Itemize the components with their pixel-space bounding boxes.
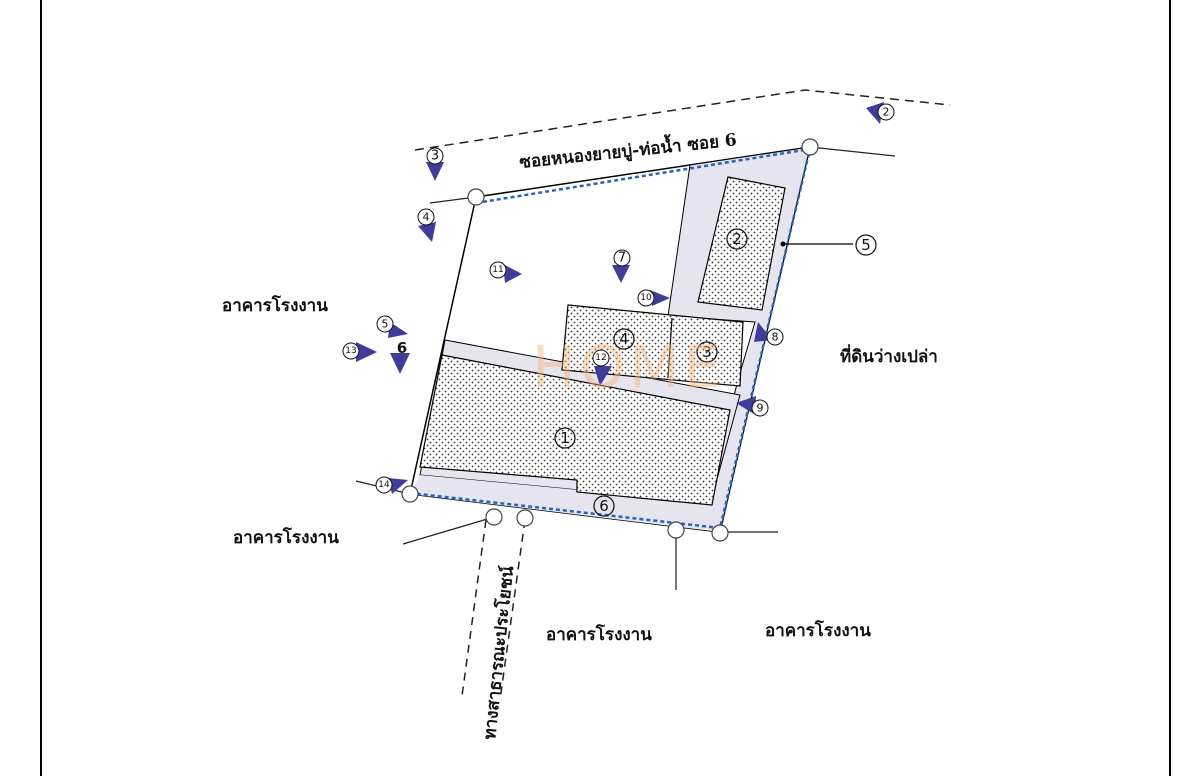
public-path: [461, 519, 526, 701]
view-marker-13: 13: [345, 346, 356, 356]
view-marker-3: 3: [431, 149, 439, 164]
building-1: [419, 354, 731, 506]
boundary-posts: [401, 138, 819, 542]
view-arrow-7: [612, 265, 630, 283]
building-1-number: 1: [560, 429, 570, 447]
view-marker-8: 8: [772, 331, 779, 344]
view-arrow-9: [736, 396, 756, 414]
neighbor-line-ne: [809, 146, 896, 157]
view-marker-12: 12: [595, 353, 606, 363]
view-arrow-12: [594, 366, 612, 386]
view-arrow-13: [356, 342, 377, 362]
building-number-labels: 1 2 3 4 6 5: [554, 228, 877, 517]
view-arrow-14: [388, 478, 408, 494]
south-factory-label-2: อาคารโรงงาน: [765, 620, 871, 641]
west-factory-label: อาคารโรงงาน: [222, 295, 328, 316]
view-arrow-11: [503, 264, 522, 283]
view-markers: 2 3 4 5 6 7 8 9 10 11: [342, 102, 895, 494]
building-4-number: 4: [619, 330, 629, 348]
building-4: [561, 304, 744, 387]
view-marker-10: 10: [640, 293, 652, 303]
area-6-number: 6: [599, 497, 609, 515]
boundary-post: [801, 138, 819, 156]
view-arrow-10: [650, 290, 670, 306]
neighbor-line-s: [402, 516, 495, 545]
view-marker-4: 4: [423, 211, 430, 224]
building-3-number: 3: [702, 343, 712, 361]
public-path-label: ทางสาธารณะประโยชน์: [479, 565, 518, 741]
callout-5-dot: [780, 241, 786, 247]
boundary-post: [516, 509, 534, 527]
view-marker-2: 2: [883, 106, 890, 119]
view-marker-5: 5: [382, 318, 389, 331]
view-arrow-4: [418, 222, 436, 242]
paved-area-southwest: [410, 475, 720, 532]
boundary-post: [667, 521, 685, 539]
view-marker-11: 11: [492, 265, 503, 275]
watermark: HOME: [532, 333, 724, 401]
building-2-number: 2: [732, 230, 742, 248]
southwest-factory-label: อาคารโรงงาน: [233, 527, 339, 548]
boundary-post: [401, 485, 419, 503]
south-factory-label-1: อาคารโรงงาน: [546, 624, 652, 645]
view-marker-14: 14: [378, 480, 390, 490]
boundary-post: [711, 524, 729, 542]
road-dashed-edge: [414, 89, 951, 151]
view-marker-9: 9: [757, 402, 764, 415]
building-2: [697, 176, 786, 311]
east-vacant-land-label: ที่ดินว่างเปล่า: [840, 344, 938, 367]
boundary-post: [485, 508, 503, 526]
view-arrow-3: [426, 162, 444, 181]
building-3-divider: [667, 317, 673, 379]
view-arrow-6: [390, 353, 410, 374]
view-marker-7: 7: [618, 251, 626, 266]
boundary-post: [467, 188, 485, 206]
view-marker-6: 6: [397, 339, 407, 357]
callout-5-number: 5: [861, 236, 871, 254]
